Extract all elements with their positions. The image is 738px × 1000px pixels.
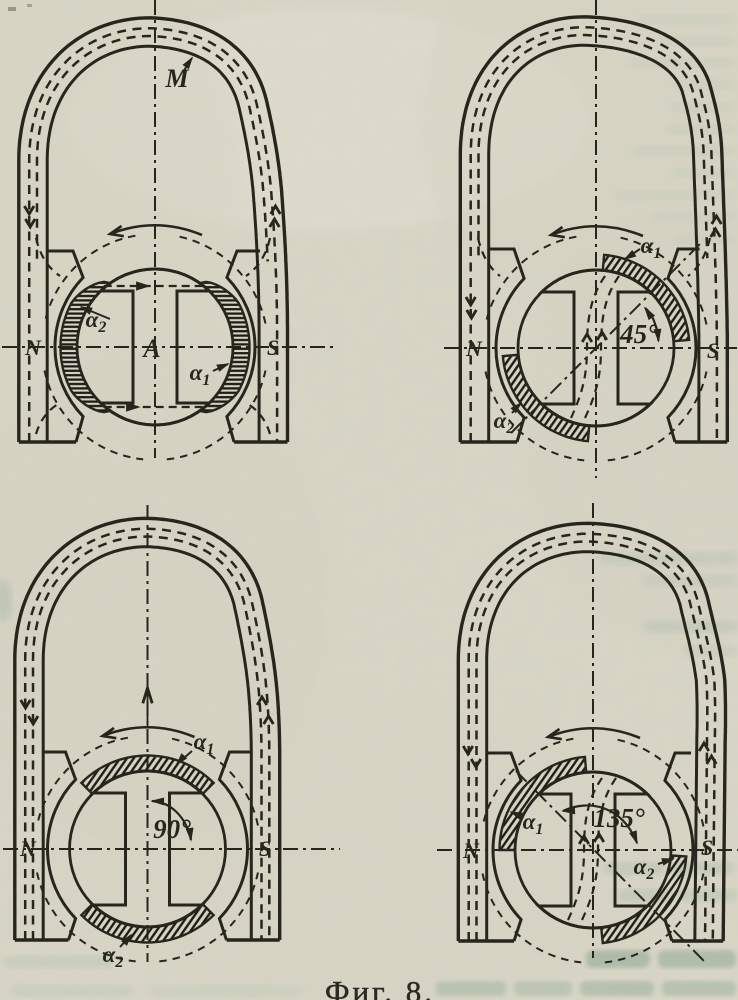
- svg-text:90°: 90°: [153, 814, 191, 844]
- svg-text:N: N: [24, 335, 42, 360]
- svg-text:N: N: [19, 836, 37, 861]
- svg-text:N: N: [462, 838, 480, 863]
- svg-text:135°: 135°: [593, 803, 645, 833]
- svg-text:S: S: [701, 835, 713, 860]
- svg-text:45°: 45°: [619, 319, 658, 349]
- svg-text:A: A: [141, 334, 160, 363]
- svg-text:S: S: [259, 836, 271, 861]
- svg-text:Фиг. 8.: Фиг. 8.: [325, 974, 435, 1000]
- svg-text:S: S: [267, 335, 279, 360]
- svg-text:S: S: [707, 338, 719, 363]
- svg-text:N: N: [465, 336, 483, 361]
